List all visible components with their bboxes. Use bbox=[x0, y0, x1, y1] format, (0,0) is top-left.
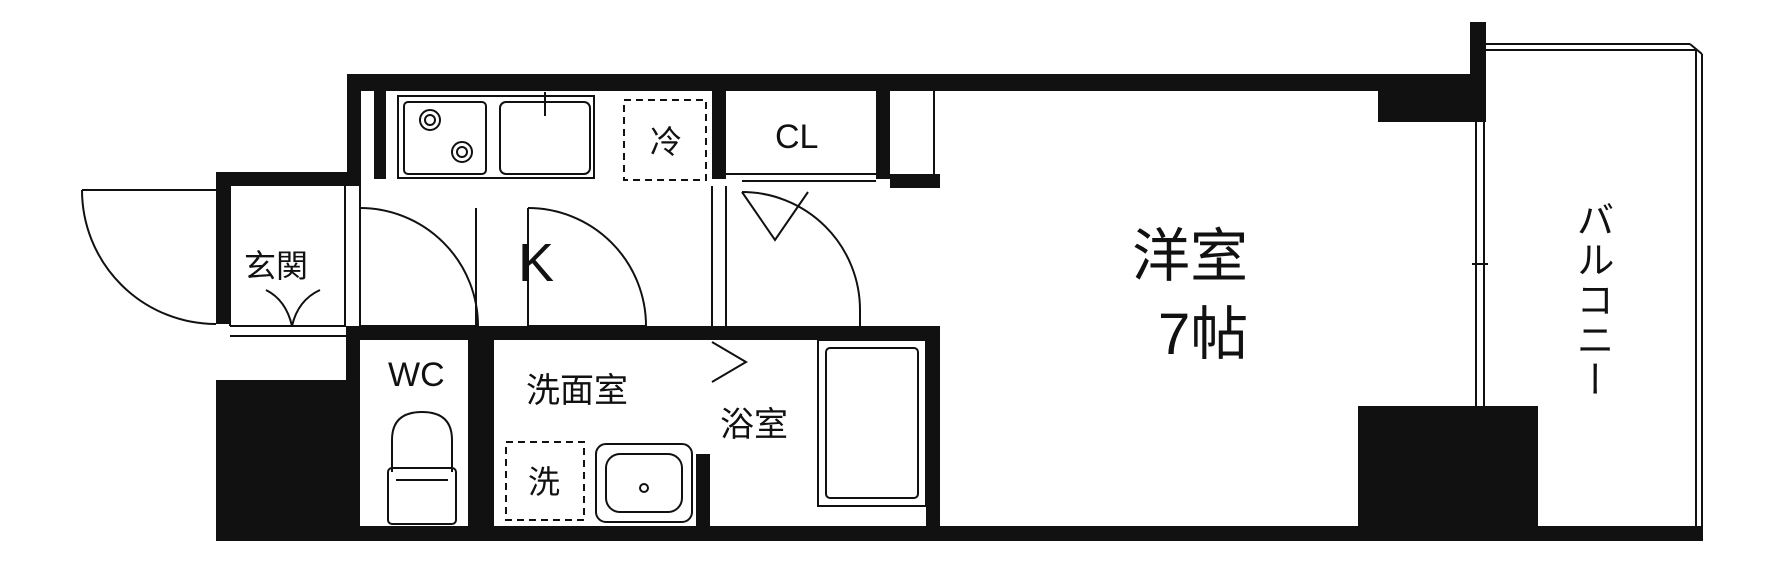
room-label-western: 洋室 bbox=[1132, 224, 1249, 289]
toilet-icon bbox=[387, 410, 457, 525]
appliance-boxes bbox=[505, 99, 707, 521]
room-label-wc: WC bbox=[388, 356, 445, 394]
kitchen-fixtures bbox=[397, 92, 595, 179]
room-label-kitchen: K bbox=[518, 233, 555, 293]
room-label-balcony: バルコニー bbox=[1570, 200, 1612, 400]
room-label-genkan: 玄関 bbox=[244, 248, 309, 284]
interior-walls bbox=[346, 91, 940, 541]
washer-label: 洗 bbox=[528, 464, 561, 500]
doors bbox=[81, 189, 861, 327]
room-label-washroom: 洗面室 bbox=[526, 372, 628, 410]
exterior-walls bbox=[216, 22, 1703, 541]
thin-lines bbox=[229, 43, 1703, 526]
room-label-bathroom: 浴室 bbox=[720, 406, 788, 444]
room-size-western: 7帖 bbox=[1158, 302, 1249, 367]
wash-basin-icon bbox=[595, 443, 693, 523]
fridge-label: 冷 bbox=[650, 124, 683, 160]
room-label-closet: CL bbox=[775, 118, 819, 156]
